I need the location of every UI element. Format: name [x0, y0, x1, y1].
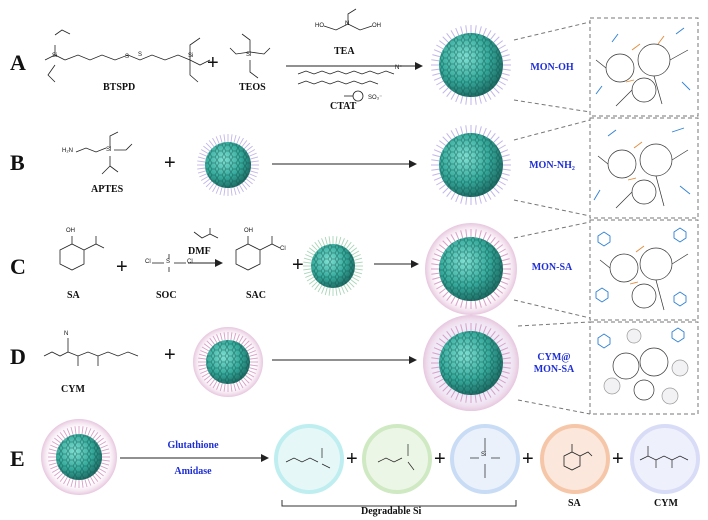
cym-label: CYM — [61, 384, 85, 395]
sa-label: SA — [67, 290, 80, 301]
sac-label: SAC — [246, 290, 267, 301]
ctat-so3: SO₃⁻ — [368, 95, 383, 101]
cym-product-label: CYM — [654, 498, 678, 509]
ctat-label: CTAT — [330, 101, 357, 112]
sac-cl: Cl — [280, 246, 286, 252]
product-label-c: MON-SA — [531, 262, 573, 273]
row-label-b: B — [10, 150, 25, 175]
btspd-s1: S — [125, 54, 130, 60]
nanoparticle-icon — [423, 315, 519, 411]
arrow-icon — [120, 454, 269, 462]
reaction-arrow-a — [286, 62, 423, 102]
degradable-si-label: Degradable Si — [361, 506, 422, 517]
soc-structure — [152, 254, 186, 272]
teos-structure — [229, 33, 271, 79]
btspd-si-right: Si — [188, 53, 194, 59]
row-label-a: A — [10, 50, 26, 75]
dmf-label: DMF — [188, 246, 211, 257]
plus-e3: + — [522, 448, 534, 470]
aptes-structure — [75, 131, 133, 175]
tea-structure — [323, 8, 373, 31]
tea-n: N — [345, 21, 350, 27]
product-label-a: MON-OH — [530, 62, 574, 73]
trigger-glutathione: Glutathione — [167, 440, 219, 451]
row-label-d: D — [10, 344, 26, 369]
btspd-s2: S — [138, 52, 143, 58]
aptes-h2n: H₂N — [62, 148, 73, 154]
arrow-icon — [272, 160, 417, 168]
nanoparticle-icon — [41, 419, 117, 495]
arrow-icon — [272, 356, 417, 364]
soc-s: S — [166, 259, 171, 265]
teos-label: TEOS — [239, 82, 266, 93]
aptes-label: APTES — [91, 184, 124, 195]
plus-d1: + — [164, 344, 176, 366]
cym-n: N — [64, 331, 69, 337]
plus-e4: + — [612, 448, 624, 470]
nanoparticle-icon — [425, 223, 517, 315]
soc-label: SOC — [156, 290, 177, 301]
silica-network-icon — [595, 227, 689, 311]
degradable-bracket — [281, 500, 517, 507]
row-label-e: E — [10, 446, 25, 471]
silica-network-icon — [593, 127, 691, 209]
silica-network-icon — [597, 327, 689, 405]
product-label-b: MON-NH₂ — [529, 160, 575, 171]
sa-oh: OH — [66, 228, 75, 234]
nanoparticle-icon — [193, 327, 263, 397]
tea-label: TEA — [334, 46, 355, 57]
degradation-product-3 — [450, 424, 520, 494]
plus-c2: + — [292, 254, 304, 276]
silicic-si: Si — [481, 452, 487, 458]
ctat-n-plus: N⁺ — [395, 65, 403, 71]
dmf-structure — [193, 228, 219, 239]
teos-si: Si — [246, 52, 252, 58]
tea-oh-left: HO — [315, 23, 324, 29]
btspd-si-left: Si — [52, 53, 58, 59]
arrow-icon — [188, 259, 223, 267]
tea-oh-right: OH — [372, 23, 381, 29]
nanoparticle-icon — [303, 236, 363, 296]
nanoparticle-icon — [197, 134, 259, 196]
product-label-d-line2: MON-SA — [533, 364, 575, 375]
soc-cl-left: Cl — [145, 259, 151, 265]
plus-a1: + — [207, 52, 219, 74]
sac-oh: OH — [244, 228, 253, 234]
trigger-amidase: Amidase — [174, 466, 212, 477]
cym-structure — [43, 338, 139, 366]
degradation-product-2 — [362, 424, 432, 494]
row-label-c: C — [10, 254, 26, 279]
plus-e2: + — [434, 448, 446, 470]
sac-structure — [235, 236, 281, 271]
cym-release-icon — [630, 424, 700, 494]
product-label-d-line1: CYM@ — [537, 352, 571, 363]
zoom-connectors — [513, 17, 699, 415]
sa-product-label: SA — [568, 498, 581, 509]
arrow-icon — [374, 260, 419, 268]
plus-e1: + — [346, 448, 358, 470]
btspd-label: BTSPD — [103, 82, 136, 93]
degradation-product-1 — [274, 424, 344, 494]
sa-release-icon — [540, 424, 610, 494]
nanoparticle-icon — [431, 125, 511, 205]
sa-structure — [59, 236, 105, 271]
silica-network-icon — [595, 27, 691, 107]
soc-cl-right: Cl — [187, 259, 193, 265]
plus-c1: + — [116, 256, 128, 278]
aptes-si: Si — [106, 147, 112, 153]
btspd-structure — [44, 29, 211, 83]
plus-b1: + — [164, 152, 176, 174]
nanoparticle-icon — [431, 25, 511, 105]
